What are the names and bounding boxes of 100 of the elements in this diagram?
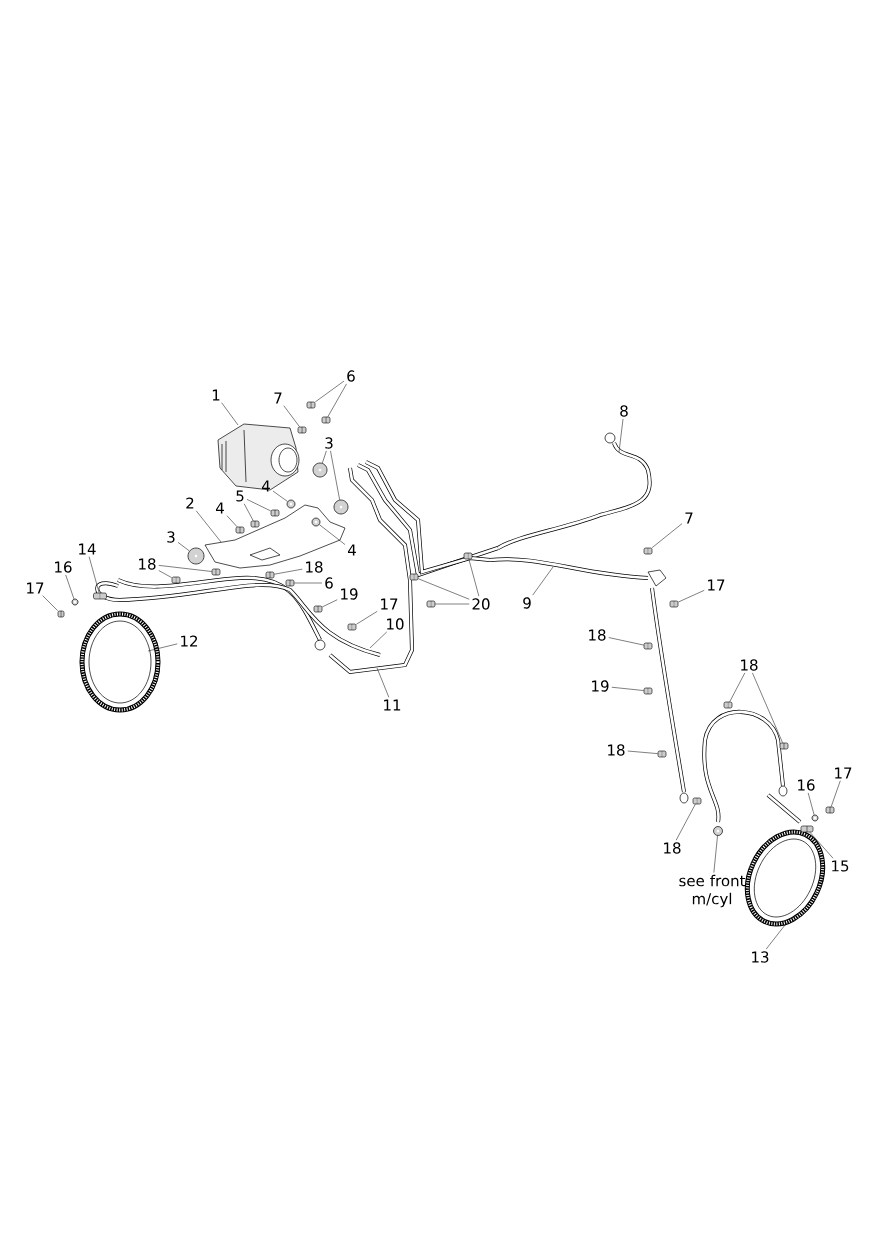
round-part (311, 517, 321, 527)
round-part (811, 814, 819, 822)
round-part (71, 598, 79, 606)
leader-line (330, 450, 340, 501)
callout-number: 13 (752, 951, 769, 963)
leader-line (678, 590, 705, 603)
part-drawing (235, 526, 245, 534)
leader-line (65, 574, 75, 600)
leader-line (830, 780, 841, 807)
part-drawing (321, 416, 331, 424)
leader-line (807, 792, 815, 816)
callout-number: 4 (261, 480, 270, 492)
leader-line (42, 595, 58, 611)
leader-line (221, 402, 239, 426)
callout-number: 14 (79, 543, 96, 555)
callout-number: 6 (325, 577, 333, 589)
leader-line (322, 450, 327, 464)
part-drawing (93, 592, 107, 600)
part-drawing (211, 568, 221, 576)
leader-line (226, 515, 238, 527)
part-drawing (643, 687, 653, 695)
part-drawing (57, 610, 65, 618)
leader-line (651, 523, 683, 548)
leader-line (618, 418, 624, 453)
part-drawing (297, 426, 307, 434)
leader-line (272, 490, 288, 502)
part-drawing (463, 552, 473, 560)
part-drawing (669, 600, 679, 608)
leader-line (322, 599, 338, 608)
leader-line (729, 672, 746, 702)
callout-number: 18 (664, 842, 681, 854)
part-drawing (692, 797, 702, 805)
part-drawing (409, 573, 419, 581)
callout-number: 8 (620, 405, 628, 417)
callout-number: 3 (167, 531, 175, 543)
leader-line (243, 503, 254, 521)
leader-line (713, 835, 718, 873)
part-drawing (643, 642, 653, 650)
callout-number: 3 (325, 437, 333, 449)
leader-line (315, 380, 345, 403)
part-drawing (306, 401, 316, 409)
round-part (333, 499, 349, 515)
leader-line (88, 556, 100, 593)
part-drawing (426, 600, 436, 608)
part-drawing (171, 576, 181, 584)
leader-line (319, 524, 346, 545)
leader-line (195, 510, 222, 543)
callout-number: 17 (381, 598, 398, 610)
leader-line (809, 832, 834, 859)
leader-line (369, 631, 388, 649)
leader-line (376, 667, 390, 698)
callout-number: 6 (347, 370, 355, 382)
callout-number: 1 (212, 389, 220, 401)
part-drawing (270, 509, 280, 517)
part-drawing (657, 750, 667, 758)
callout-number: 9 (523, 597, 531, 609)
callout-number: 4 (215, 502, 224, 514)
leader-line (627, 750, 658, 754)
callout-number: 15 (832, 860, 849, 872)
part-drawing (643, 547, 653, 555)
callout-number: 12 (181, 635, 198, 647)
callout-number: 17 (27, 582, 44, 594)
leader-line (274, 568, 303, 575)
leader-line (158, 565, 212, 572)
part-drawing (779, 742, 789, 750)
callout-number: 5 (236, 490, 244, 502)
round-part (187, 547, 205, 565)
leader-line (675, 804, 696, 841)
callout-number: 17 (708, 579, 725, 591)
leader-line (611, 687, 644, 691)
callout-number: 11 (384, 699, 401, 711)
callout-number: 18 (306, 561, 323, 573)
note-text: see front m/cyl (679, 874, 746, 908)
part-drawing (347, 623, 357, 631)
callout-number: 19 (592, 680, 609, 692)
leader-line (608, 637, 644, 646)
part-drawing (313, 605, 323, 613)
leader-line (327, 383, 347, 417)
round-part (286, 499, 296, 509)
leader-line (765, 924, 786, 950)
round-part (312, 462, 328, 478)
leader-line (435, 603, 470, 605)
leader-line (752, 672, 783, 743)
part-drawing (825, 806, 835, 814)
leader-line (418, 578, 470, 600)
callout-number: 7 (274, 392, 282, 404)
leader-line (468, 559, 480, 597)
leader-line (283, 405, 300, 427)
leader-line (147, 643, 178, 652)
callout-number: 18 (741, 659, 758, 671)
callout-number: 16 (798, 779, 815, 791)
part-drawing (250, 520, 260, 528)
callout-number: 18 (608, 744, 625, 756)
part-drawing (285, 579, 295, 587)
callout-number: 18 (589, 629, 606, 641)
leader-line (294, 582, 323, 584)
callout-number: 10 (387, 618, 404, 630)
callout-number: 4 (347, 544, 356, 556)
leader-line (532, 566, 554, 596)
callout-number: 2 (186, 497, 194, 509)
